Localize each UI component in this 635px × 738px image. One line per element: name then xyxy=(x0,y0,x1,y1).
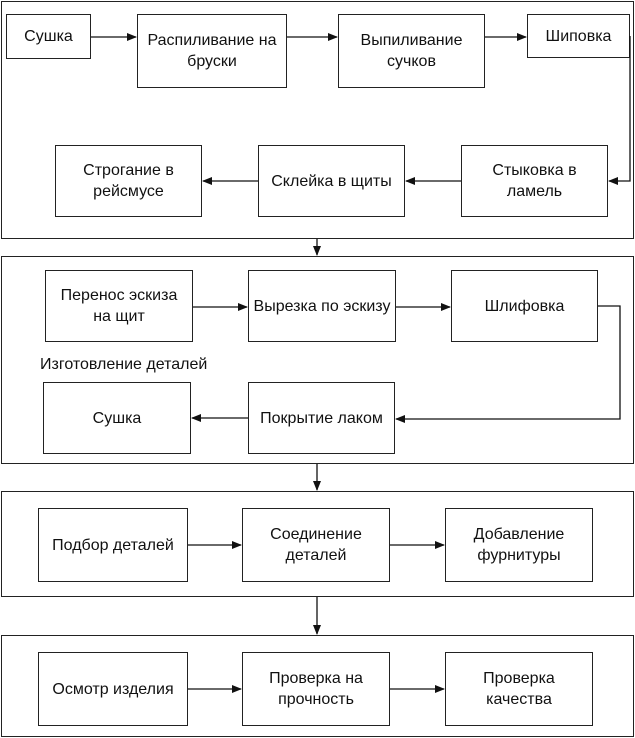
section-3 xyxy=(1,491,634,597)
node-label: Добавление фурнитуры xyxy=(473,526,565,564)
node-label: Выпиливание сучков xyxy=(360,32,463,70)
node-drying-2: Сушка xyxy=(43,382,191,454)
node-label: Вырезка по эскизу xyxy=(253,297,391,315)
section-caption: Изготовление деталей xyxy=(40,356,208,373)
node-sanding: Шлифовка xyxy=(451,270,598,342)
node-fittings: Добавление фурнитуры xyxy=(445,508,593,582)
node-label: Соединение деталей xyxy=(270,526,362,564)
node-label: Стыковка в ламель xyxy=(492,162,577,200)
edge-arrow xyxy=(608,36,631,185)
section-4 xyxy=(1,635,634,737)
node-label: Склейка в щиты xyxy=(271,172,392,190)
node-label: Проверка на прочность xyxy=(269,670,363,708)
node-label: Шиповка xyxy=(545,27,612,45)
node-label: Перенос эскиза на щит xyxy=(60,287,178,325)
node-label: Осмотр изделия xyxy=(52,680,174,698)
node-label: Проверка качества xyxy=(483,670,555,708)
node-panel-gluing: Склейка в щиты xyxy=(258,145,405,217)
node-label: Шлифовка xyxy=(484,297,565,315)
node-label: Подбор деталей xyxy=(52,536,174,554)
node-strength-check: Проверка на прочность xyxy=(242,652,390,726)
node-quality-check: Проверка качества xyxy=(445,652,593,726)
node-cutting-by-sketch: Вырезка по эскизу xyxy=(248,270,396,342)
node-sketch-transfer: Перенос эскиза на щит xyxy=(45,270,193,342)
node-label: Распиливание на бруски xyxy=(147,32,277,70)
section-2 xyxy=(1,256,634,464)
edge-arrow xyxy=(395,305,621,423)
node-tenoning: Шиповка xyxy=(527,14,630,58)
node-label: Покрытие лаком xyxy=(260,409,383,427)
node-drying-1: Сушка xyxy=(6,14,91,59)
node-planing: Строгание в рейсмусе xyxy=(55,145,202,217)
node-label: Строгание в рейсмусе xyxy=(83,162,174,200)
node-parts-selection: Подбор деталей xyxy=(38,508,188,582)
node-sawing-bars: Распиливание на бруски xyxy=(137,14,287,88)
node-label: Сушка xyxy=(92,409,142,427)
node-parts-joining: Соединение деталей xyxy=(242,508,390,582)
node-varnishing: Покрытие лаком xyxy=(248,382,395,454)
node-lamella-joining: Стыковка в ламель xyxy=(461,145,608,217)
section-1 xyxy=(1,1,634,239)
node-label: Сушка xyxy=(24,28,73,45)
node-inspection: Осмотр изделия xyxy=(38,652,188,726)
node-knot-removal: Выпиливание сучков xyxy=(338,14,485,88)
